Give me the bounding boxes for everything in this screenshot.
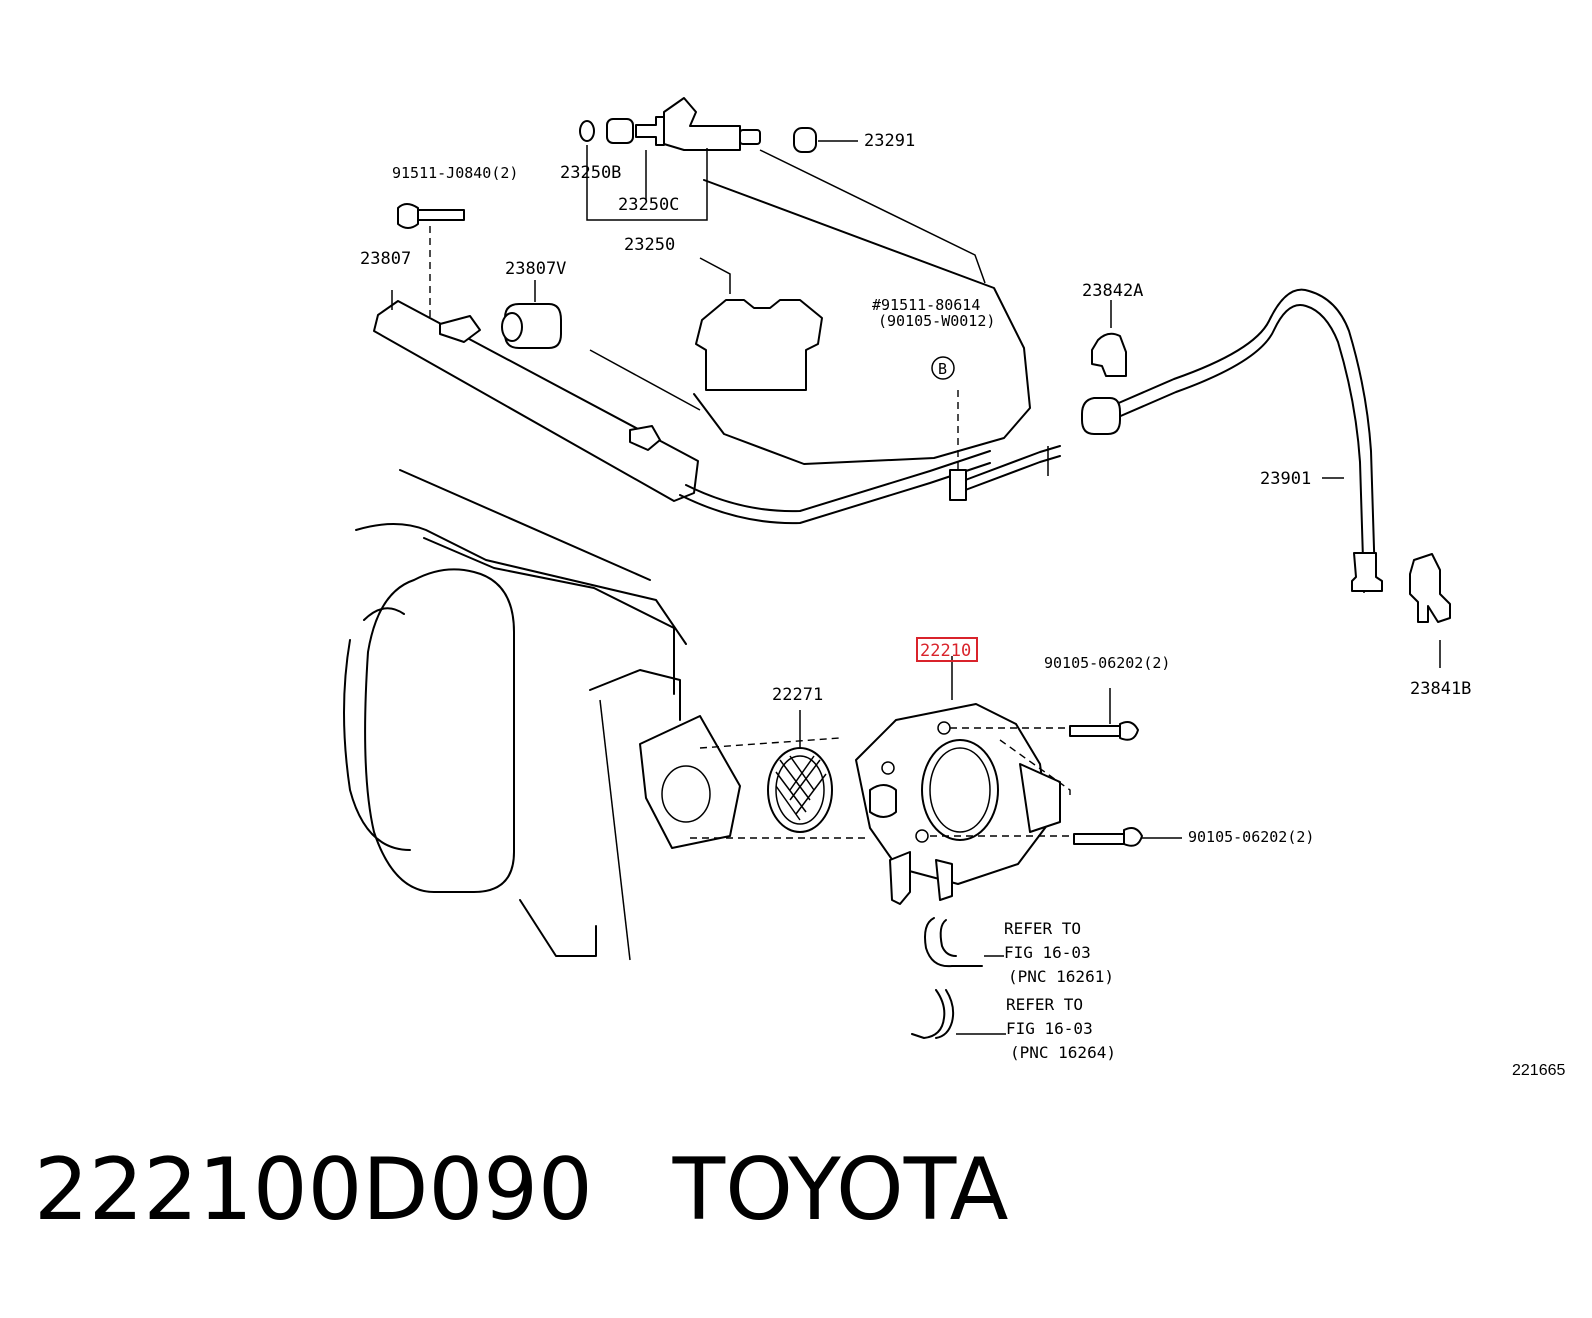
refer-1-line-2: FIG 16-03 (1004, 943, 1091, 962)
hose-refer-16264 (911, 989, 1006, 1039)
label-23901: 23901 (1260, 469, 1311, 489)
bolt-91511-j0840 (397, 203, 465, 321)
cushion-23807v (501, 280, 562, 349)
label-23807v: 23807V (505, 259, 566, 279)
brand-name: TOYOTA (672, 1140, 1009, 1240)
label-22210: 22210 (920, 641, 971, 661)
clamp-23842a (1091, 300, 1127, 377)
refer-1-line-3: (PNC 16261) (1008, 967, 1114, 986)
label-23250b: 23250B (560, 163, 621, 183)
label-90105-06202-upper: 90105-06202(2) (1044, 654, 1170, 672)
hose-refer-16261 (924, 917, 1004, 968)
label-23291: 23291 (864, 131, 915, 151)
fuel-rail-23807 (373, 290, 991, 525)
label-23842a: 23842A (1082, 281, 1143, 301)
connector-pipe (949, 390, 1061, 501)
bolt-90105-06202-upper (1069, 688, 1139, 741)
throttle-body-22210 (690, 656, 1071, 905)
highlight-box-22210 (916, 637, 978, 662)
label-b: B (938, 360, 947, 378)
label-90105-06202-lower: 90105-06202(2) (1188, 828, 1314, 846)
reference-b-marker (931, 356, 955, 380)
clip-23841b (1409, 553, 1451, 668)
label-23250: 23250 (624, 235, 675, 255)
intake-manifold (343, 469, 741, 961)
hose-23901 (1081, 288, 1383, 593)
label-91511-80614: #91511-80614 (872, 296, 980, 314)
label-91511-j0840: 91511-J0840(2) (392, 164, 518, 182)
bolt-90105-06202-lower (1073, 827, 1182, 847)
gasket-22271 (767, 710, 833, 833)
refer-2-line-3: (PNC 16264) (1010, 1043, 1116, 1062)
label-23250c: 23250C (618, 195, 679, 215)
label-22271: 22271 (772, 685, 823, 705)
label-23807: 23807 (360, 249, 411, 269)
refer-2-line-1: REFER TO (1006, 995, 1083, 1014)
refer-1-line-1: REFER TO (1004, 919, 1081, 938)
footer-caption: 222100D090 TOYOTA (34, 1140, 1008, 1240)
injector-cluster (579, 97, 858, 221)
image-number: 221665 (1512, 1062, 1566, 1079)
refer-2-line-2: FIG 16-03 (1006, 1019, 1093, 1038)
engine-cover (589, 149, 1031, 465)
part-number: 222100D090 (34, 1140, 593, 1240)
label-23841b: 23841B (1410, 679, 1471, 699)
label-90105-w0012: (90105-W0012) (878, 312, 995, 330)
